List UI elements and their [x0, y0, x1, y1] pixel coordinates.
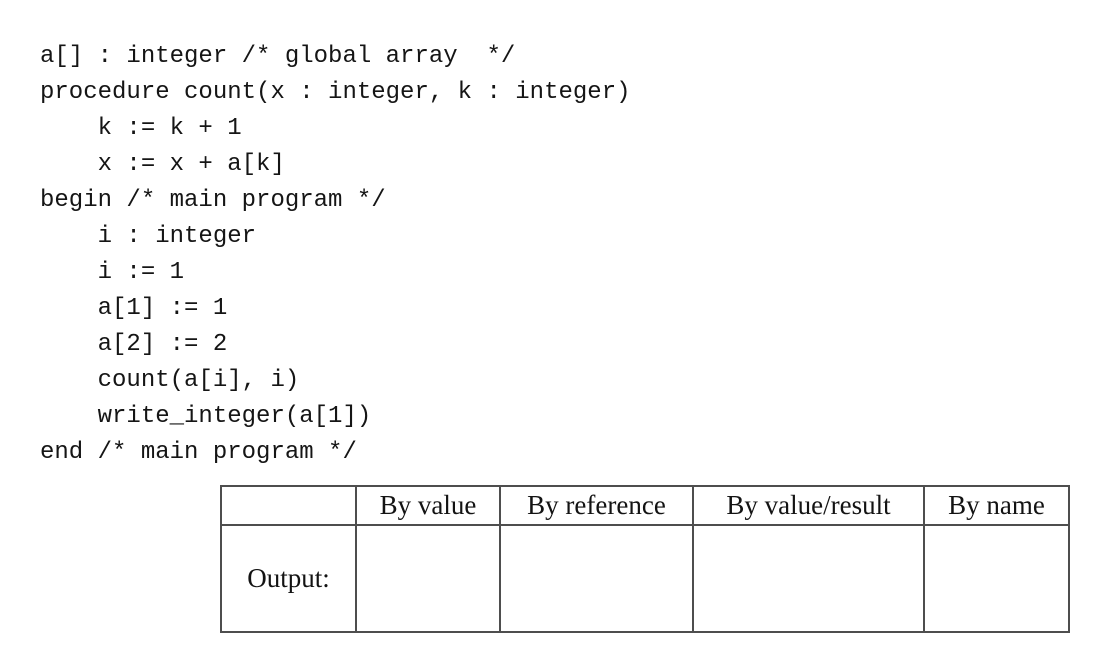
code-line: a[1] := 1	[40, 295, 228, 322]
code-line: a[2] := 2	[40, 331, 228, 358]
header-by-name: By name	[923, 485, 1070, 526]
code-line: i : integer	[40, 223, 257, 250]
code-line: k := k + 1	[40, 115, 242, 142]
code-line: count(a[i], i)	[40, 367, 300, 394]
code-line: procedure count(x : integer, k : integer…	[40, 79, 631, 106]
parameter-passing-answer-table: By value By reference By value/result By…	[220, 485, 1070, 633]
code-line: begin /* main program */	[40, 187, 386, 214]
header-by-value: By value	[355, 485, 501, 526]
header-by-value-result: By value/result	[692, 485, 925, 526]
code-line: x := x + a[k]	[40, 151, 285, 178]
code-line: write_integer(a[1])	[40, 403, 372, 430]
code-listing: a[] : integer /* global array */ procedu…	[40, 39, 631, 471]
answer-cell-by-name	[923, 524, 1070, 633]
output-row-label: Output:	[220, 524, 357, 633]
answer-cell-by-value-result	[692, 524, 925, 633]
table-header-row: By value By reference By value/result By…	[220, 485, 1070, 526]
code-line: end /* main program */	[40, 439, 357, 466]
code-line: i := 1	[40, 259, 185, 286]
output-row: Output:	[220, 524, 1070, 633]
code-line: a[] : integer /* global array */	[40, 43, 516, 70]
header-by-reference: By reference	[499, 485, 694, 526]
header-empty-cell	[220, 485, 357, 526]
answer-cell-by-value	[355, 524, 501, 633]
answer-cell-by-reference	[499, 524, 694, 633]
